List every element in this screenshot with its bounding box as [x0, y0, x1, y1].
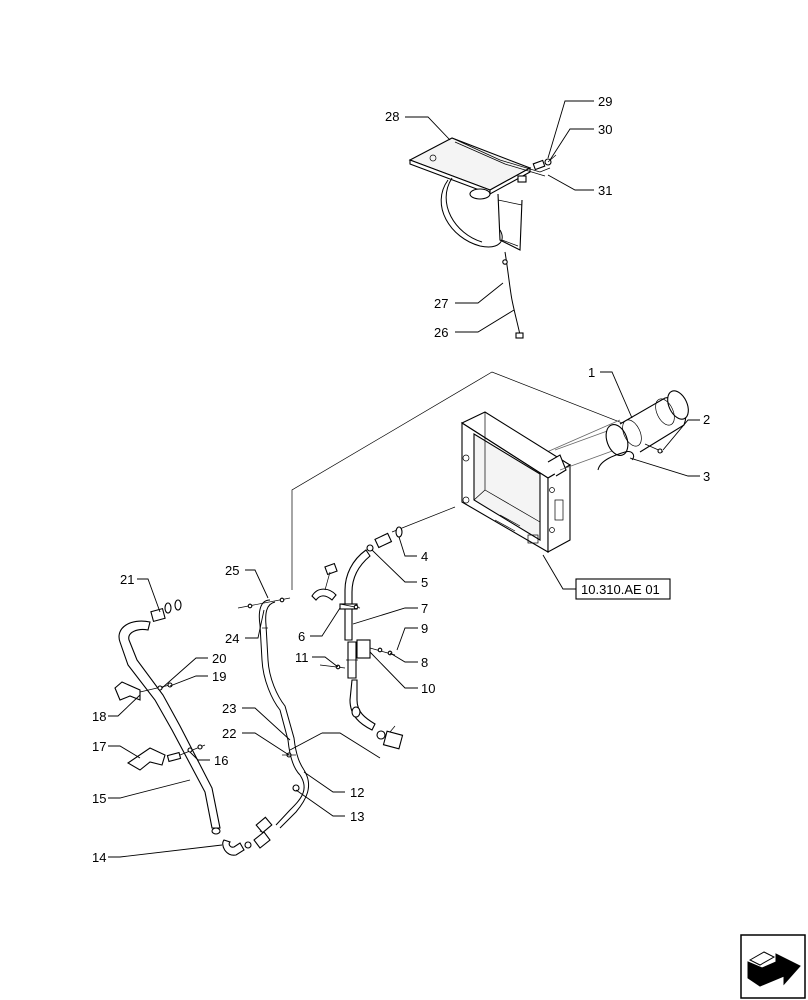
callout-23: 23: [222, 701, 236, 716]
callout-2: 2: [703, 412, 710, 427]
radiator-frame: [291, 371, 641, 590]
callout-12: 12: [350, 785, 364, 800]
callout-31: 31: [598, 183, 612, 198]
callout-24: 24: [225, 631, 239, 646]
callout-6: 6: [298, 629, 305, 644]
callout-14: 14: [92, 850, 106, 865]
callout-26: 26: [434, 325, 448, 340]
callout-19: 19: [212, 669, 226, 684]
callout-20: 20: [212, 651, 226, 666]
upper-coolant-hose: [339, 506, 456, 750]
callout-3: 3: [703, 469, 710, 484]
next-page-arrow-icon[interactable]: [740, 934, 806, 999]
left-coolant-pipe: [114, 599, 271, 856]
callout-8: 8: [421, 655, 428, 670]
center-coolant-hose: [237, 562, 361, 834]
reference-link[interactable]: 10.310.AE 01: [575, 578, 671, 600]
callout-10: 10: [421, 681, 435, 696]
callout-30: 30: [598, 122, 612, 137]
air-intake-pipe: [554, 390, 689, 471]
callout-9: 9: [421, 621, 428, 636]
callout-13: 13: [350, 809, 364, 824]
fastener-group: [319, 647, 396, 670]
callout-29: 29: [598, 94, 612, 109]
callout-28: 28: [385, 109, 399, 124]
callout-21: 21: [120, 572, 134, 587]
callout-15: 15: [92, 791, 106, 806]
callout-1: 1: [588, 365, 595, 380]
reference-box-label[interactable]: 10.310.AE 01: [581, 582, 660, 597]
callout-5: 5: [421, 575, 428, 590]
callout-27: 27: [434, 296, 448, 311]
leader-lines: [108, 100, 700, 858]
callout-25: 25: [225, 563, 239, 578]
callout-22: 22: [222, 726, 236, 741]
callout-18: 18: [92, 709, 106, 724]
cover-plate-assembly: [408, 137, 557, 339]
callout-4: 4: [421, 549, 428, 564]
callout-17: 17: [92, 739, 106, 754]
callout-16: 16: [214, 753, 228, 768]
callout-7: 7: [421, 601, 428, 616]
callout-11: 11: [295, 650, 309, 665]
callout-labels: 1 2 3 4 5 6 7 8 9 10 11 12 13 14 15 16 1…: [92, 94, 710, 865]
